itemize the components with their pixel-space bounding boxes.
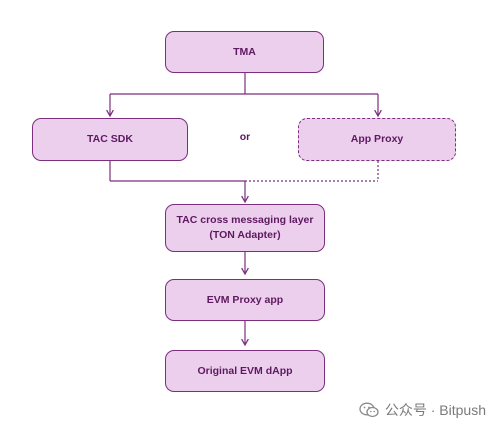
connector-or-label: or <box>239 131 251 143</box>
watermark-text: 公众号 · Bitpush <box>384 402 486 418</box>
node-tac-sdk-label: TAC SDK <box>87 133 133 145</box>
node-tac-sdk: TAC SDK <box>32 118 188 161</box>
watermark: 公众号 · Bitpush <box>359 400 486 420</box>
node-original-dapp-label: Original EVM dApp <box>197 364 293 377</box>
node-tma: TMA <box>165 31 324 73</box>
node-tma-label: TMA <box>233 45 256 58</box>
node-evm-proxy: EVM Proxy app <box>165 279 325 321</box>
node-app-proxy: App Proxy <box>298 118 456 161</box>
node-evm-proxy-label: EVM Proxy app <box>206 293 284 306</box>
node-original-dapp: Original EVM dApp <box>165 350 325 392</box>
node-tac-layer: TAC cross messaging layer (TON Adapter) <box>165 204 325 252</box>
node-app-proxy-label: App Proxy <box>350 133 404 145</box>
node-tac-layer-label: TAC cross messaging layer (TON Adapter) <box>176 214 314 241</box>
wechat-icon <box>359 402 379 418</box>
